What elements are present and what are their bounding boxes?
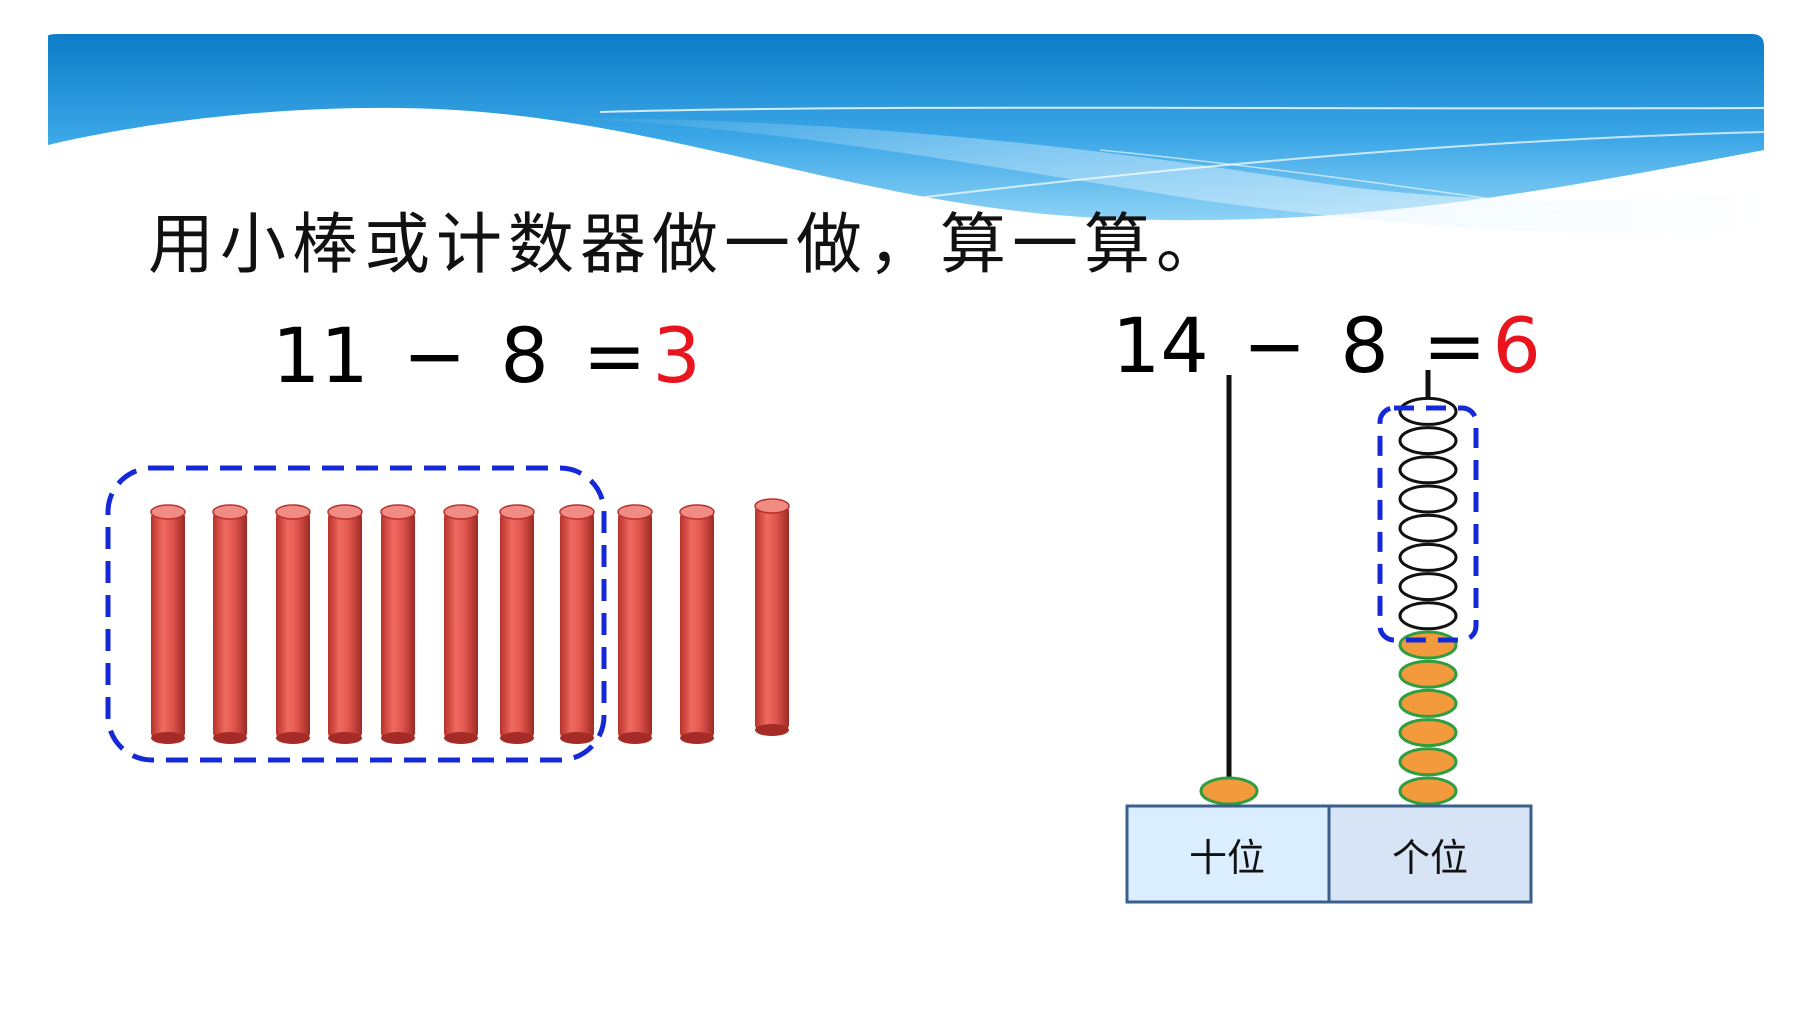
equation-right: 14−8=6 xyxy=(1112,308,1541,384)
equation-right-answer: 6 xyxy=(1492,301,1541,390)
equation-right-equals: = xyxy=(1422,301,1487,390)
abacus-bead-removed xyxy=(1398,572,1458,602)
counting-stick xyxy=(380,504,416,744)
abacus-bead xyxy=(1398,688,1458,718)
counting-stick xyxy=(275,504,311,744)
counting-stick xyxy=(679,504,715,744)
header-wave-banner xyxy=(48,34,1765,234)
sticks-dashed-group-box xyxy=(105,465,607,763)
abacus-ones-dashed-box xyxy=(1377,405,1479,643)
abacus-bead xyxy=(1398,718,1458,748)
abacus-bead-removed xyxy=(1398,426,1458,456)
abacus-tens-beads xyxy=(1199,776,1259,806)
abacus-bead xyxy=(1398,747,1458,777)
equation-right-operator: − xyxy=(1242,301,1307,390)
counting-sticks xyxy=(150,498,790,744)
abacus-tens-base xyxy=(1125,804,1331,904)
abacus-bead-removed xyxy=(1398,396,1458,426)
abacus-ones-base xyxy=(1327,804,1533,904)
equation-left-minuend: 11 xyxy=(272,311,369,400)
abacus-bead-removed xyxy=(1398,601,1458,631)
counting-stick xyxy=(499,504,535,744)
abacus-bead-removed xyxy=(1398,513,1458,543)
counting-stick xyxy=(327,504,363,744)
counting-stick xyxy=(150,504,186,744)
abacus-bead xyxy=(1398,776,1458,806)
abacus-bead xyxy=(1398,659,1458,689)
equation-left-answer: 3 xyxy=(652,311,701,400)
abacus-ones-label: 个位 xyxy=(1391,835,1468,880)
counting-stick xyxy=(443,504,479,744)
equation-left-subtrahend: 8 xyxy=(500,311,549,400)
abacus-bead-removed xyxy=(1398,455,1458,485)
counting-stick xyxy=(754,498,790,736)
abacus-bead xyxy=(1199,776,1259,806)
equation-left-equals: = xyxy=(582,311,647,400)
abacus-bead xyxy=(1398,630,1458,660)
instruction-title: 用小棒或计数器做一做，算一算。 xyxy=(148,206,1228,283)
equation-left-operator: − xyxy=(402,311,467,400)
equation-right-minuend: 14 xyxy=(1112,301,1209,390)
abacus-bead-removed xyxy=(1398,542,1458,572)
counting-stick xyxy=(212,504,248,744)
abacus-bead-removed xyxy=(1398,484,1458,514)
abacus-tens-label: 十位 xyxy=(1188,835,1265,880)
equation-right-subtrahend: 8 xyxy=(1340,301,1389,390)
equation-left: 11−8=3 xyxy=(272,318,701,394)
abacus-ones-beads xyxy=(1398,396,1458,806)
counting-stick xyxy=(617,504,653,744)
counting-stick xyxy=(559,504,595,744)
